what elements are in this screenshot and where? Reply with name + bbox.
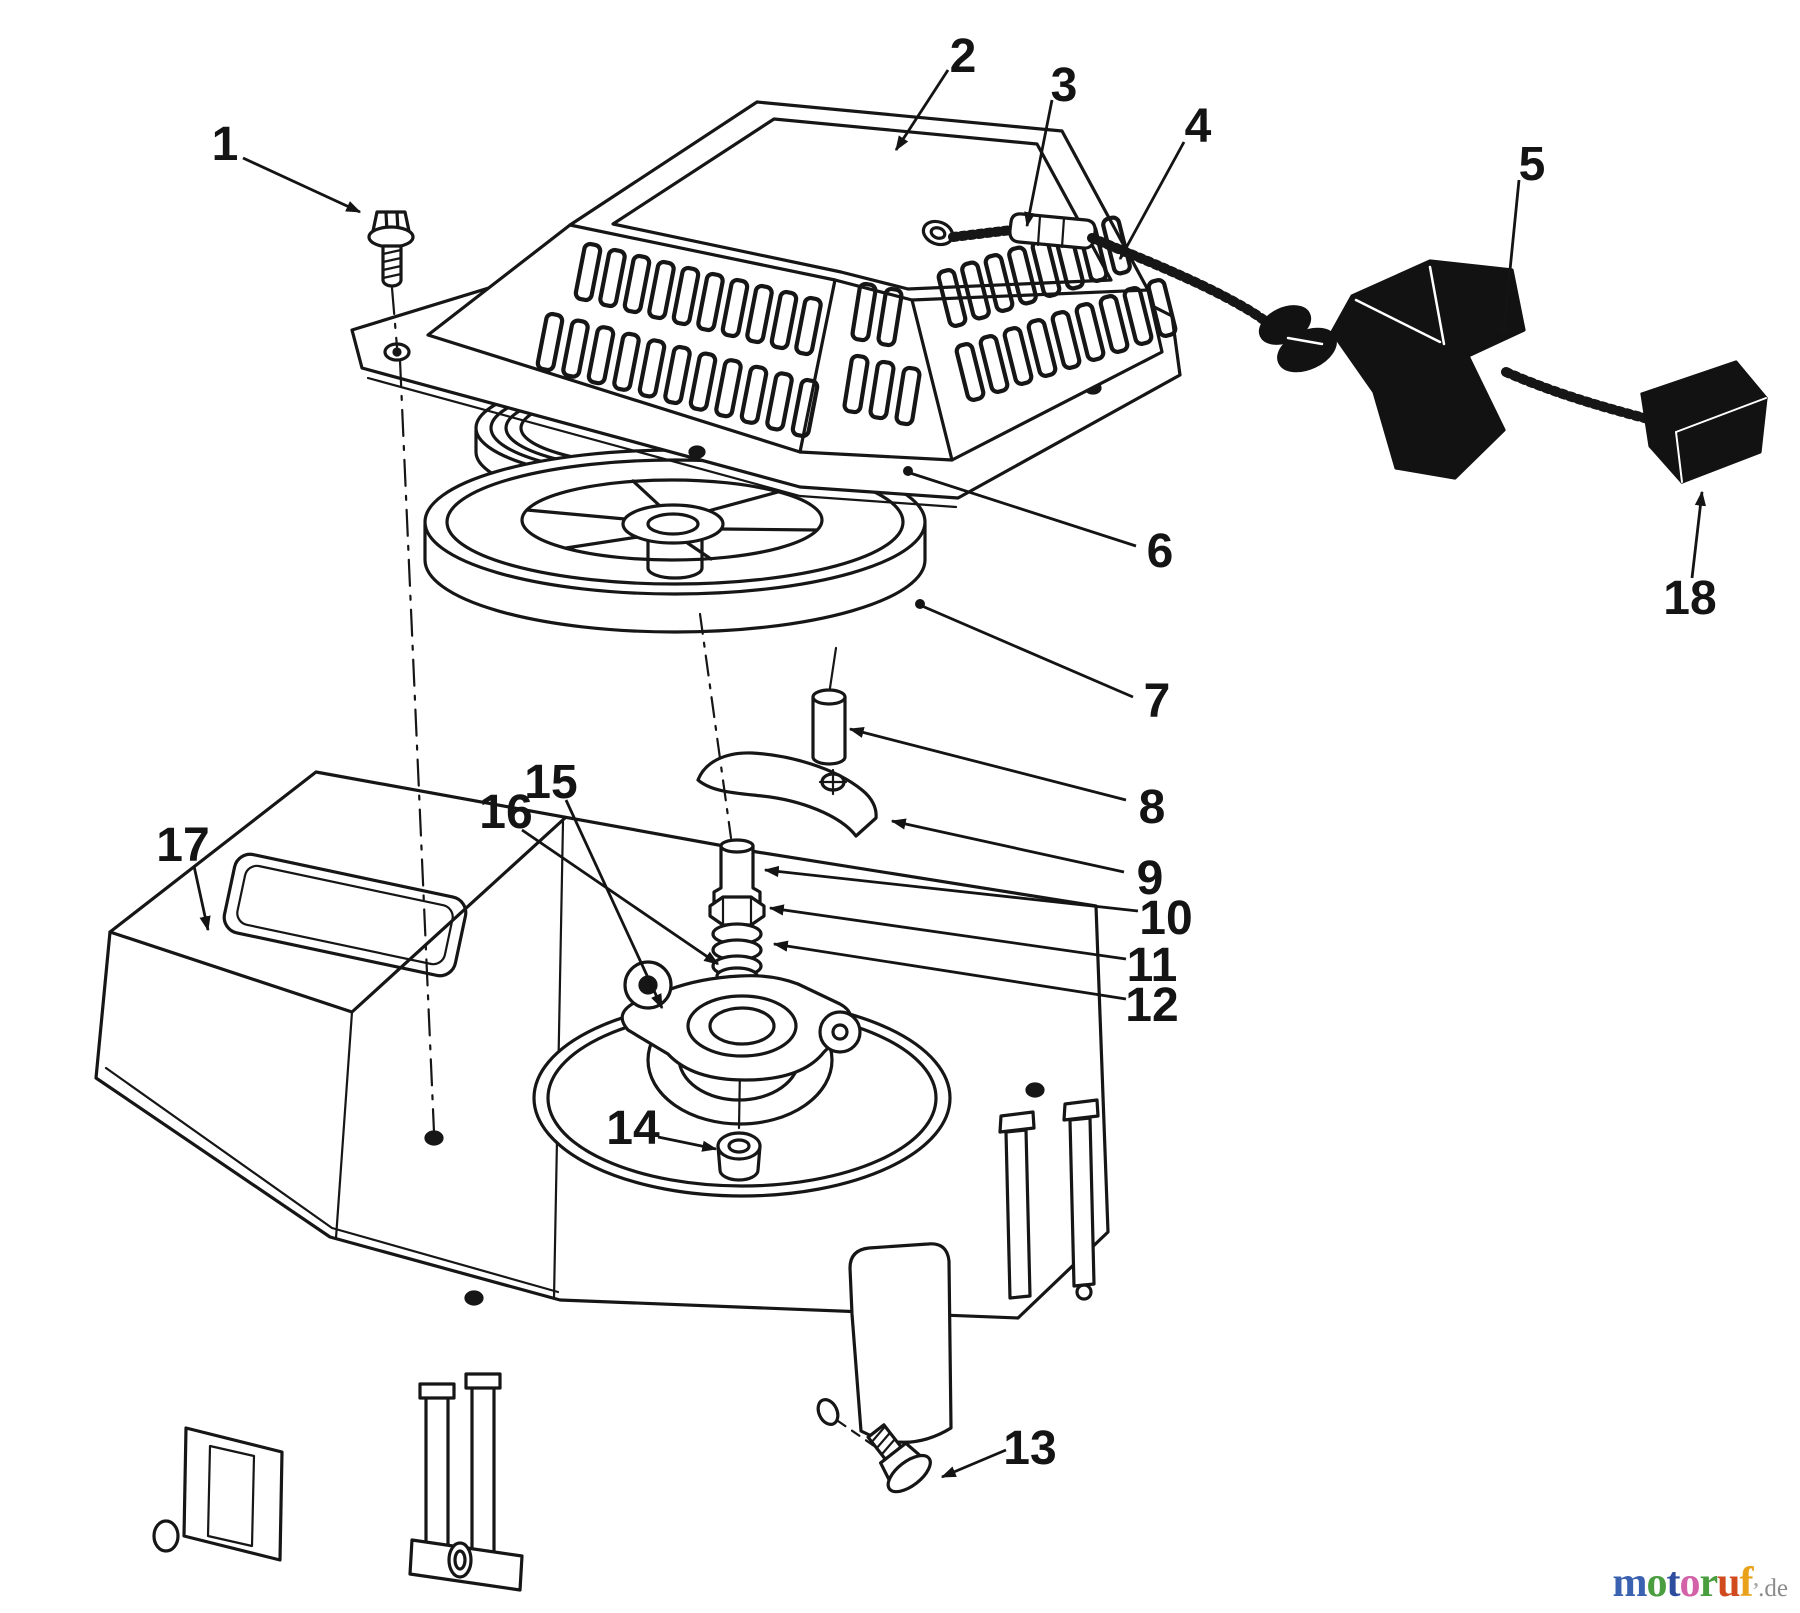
watermark-letter: o xyxy=(1679,1560,1700,1606)
part-label-1: 1 xyxy=(212,118,239,171)
rope-bumper-drawing xyxy=(1640,360,1768,484)
watermark-letter: r xyxy=(1699,1560,1718,1606)
part-label-18: 18 xyxy=(1663,572,1716,625)
part-label-2: 2 xyxy=(950,30,977,83)
rope-assembly xyxy=(948,212,1768,484)
leader-lines xyxy=(192,69,1706,1479)
watermark-suffix: .de xyxy=(1758,1575,1788,1602)
brake-cam-assembly xyxy=(620,960,862,1082)
recoil-housing-drawing xyxy=(426,100,1177,462)
starter-handle-drawing xyxy=(1330,259,1526,480)
rope-ferrule xyxy=(1258,305,1337,373)
watermark-logo: motoruf’.de xyxy=(1612,1559,1788,1607)
watermark-tick: ’ xyxy=(1752,1579,1759,1601)
part-label-4: 4 xyxy=(1185,100,1212,153)
part-label-14: 14 xyxy=(606,1102,660,1155)
part-label-17: 17 xyxy=(156,819,209,872)
watermark-letter: m xyxy=(1612,1560,1647,1606)
pin-drawing xyxy=(811,646,847,766)
part-label-3: 3 xyxy=(1051,59,1078,112)
part-label-7: 7 xyxy=(1144,675,1171,728)
mount-foot-left xyxy=(152,1426,284,1562)
flange-bolt-drawing xyxy=(367,210,415,288)
part-label-6: 6 xyxy=(1147,525,1174,578)
mount-bracket-center xyxy=(408,1372,524,1592)
part-label-9: 9 xyxy=(1137,852,1164,905)
part-label-13: 13 xyxy=(1003,1422,1056,1475)
part-label-5: 5 xyxy=(1519,138,1546,191)
watermark-letter: u xyxy=(1717,1560,1740,1606)
part-label-15: 15 xyxy=(524,756,577,809)
pawl-drawing xyxy=(696,751,878,838)
watermark-letter: f xyxy=(1739,1560,1753,1606)
part-label-10: 10 xyxy=(1139,892,1192,945)
rope-anchor-drawing xyxy=(1008,212,1097,250)
bottom-bolt-drawing xyxy=(836,1419,932,1494)
part-label-12: 12 xyxy=(1125,979,1178,1032)
center-lines xyxy=(390,286,733,1134)
mount-bracket-right xyxy=(998,1098,1100,1301)
bushing-drawing xyxy=(716,1131,762,1182)
part-labels: 1 2 3 4 5 6 7 8 9 10 11 12 13 14 15 16 1… xyxy=(156,30,1716,1475)
watermark-letter: o xyxy=(1646,1560,1667,1606)
air-intake-opening xyxy=(222,852,468,978)
watermark-letter: t xyxy=(1666,1560,1680,1606)
rope-eyelet xyxy=(921,219,955,247)
engine-housing-drawing xyxy=(94,770,1110,1592)
part-label-8: 8 xyxy=(1139,781,1166,834)
part-label-16: 16 xyxy=(479,786,532,839)
part-label-11: 11 xyxy=(1127,939,1178,992)
